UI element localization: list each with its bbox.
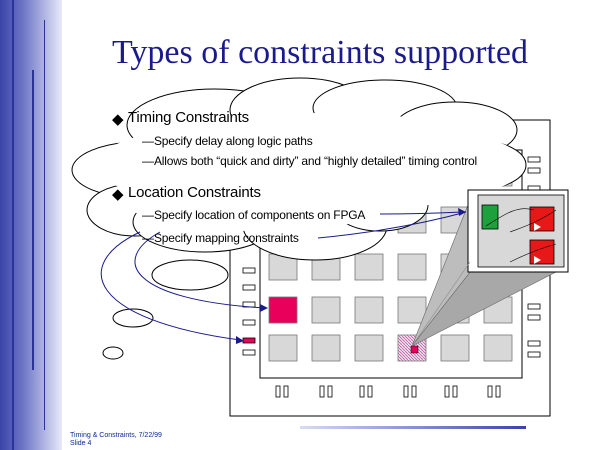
bullet-location-constraints: Location Constraints [128,184,261,201]
logic-block [483,334,513,362]
green-logic-block [481,204,499,230]
red-logic-block-bottom [529,239,555,265]
highlighted-logic-block [268,296,298,324]
bullet-timing-constraints: Timing Constraints [128,109,249,126]
dash-marker: — [142,134,154,148]
footer-line-1: Timing & Constraints, 7/22/99 [70,432,162,439]
subitem-quick-and-dirty: Allows both “quick and dirty” and “highl… [154,154,477,168]
logic-block [397,253,427,281]
logic-block [311,334,341,362]
subitem-component-location: Specify location of components on FPGA [154,208,366,222]
arrow-heads [236,208,466,344]
footer-line-2: Slide 4 [70,440,92,447]
zoom-origin-marker [410,345,419,354]
logic-block [268,334,298,362]
footer-rule [300,426,526,429]
dash-marker: — [142,231,154,245]
routing-wires [485,208,557,263]
sidebar-decoration [0,0,62,450]
dash-marker: — [142,208,154,222]
bottom-io-pads [275,385,501,398]
logic-block [354,296,384,324]
bullet-marker: ◆ [112,111,124,128]
bullet-marker: ◆ [112,186,124,203]
flipflop-icon [534,256,541,264]
subitem-mapping-constraints: Specify mapping constraints [154,231,299,245]
subitem-delay-logic-paths: Specify delay along logic paths [154,134,313,148]
logic-block [440,334,470,362]
dash-marker: — [142,154,154,168]
thought-cloud [71,77,527,360]
red-logic-block-top [529,206,555,232]
logic-block [354,253,384,281]
slide-title: Types of constraints supported [112,34,528,71]
constraint-arrows [100,211,467,341]
left-io-pads [242,267,256,356]
highlighted-io-pad [242,337,256,344]
logic-block [354,334,384,362]
zoom-pointer-line [411,261,471,347]
logic-block [311,296,341,324]
flipflop-icon [534,223,541,231]
logic-block [397,296,427,324]
